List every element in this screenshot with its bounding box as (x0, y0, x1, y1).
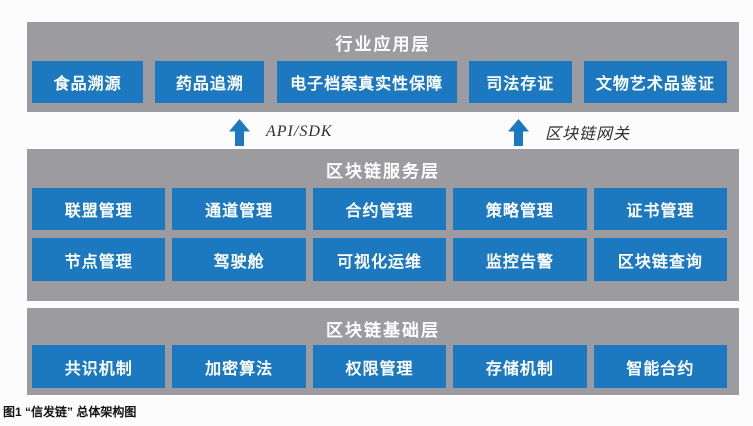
service-box-row-2: 节点管理 驾驶舱 可视化运维 监控告警 区块链查询 (32, 238, 728, 281)
box-permission-management: 权限管理 (312, 345, 447, 388)
service-box-row-1: 联盟管理 通道管理 合约管理 策略管理 证书管理 (32, 188, 728, 230)
connector-api-sdk: API/SDK (229, 117, 333, 147)
box-node-management: 节点管理 (32, 238, 166, 281)
arrow-up-icon (229, 118, 250, 146)
box-earchive-authenticity: 电子档案真实性保障 (276, 61, 457, 103)
box-cockpit: 驾驶舱 (172, 238, 306, 281)
box-judicial-evidence: 司法存证 (468, 61, 572, 103)
box-artifact-authentication: 文物艺术品鉴证 (583, 61, 727, 103)
box-drug-traceability: 药品追溯 (155, 61, 265, 103)
box-certificate-management: 证书管理 (593, 188, 728, 230)
box-blockchain-query: 区块链查询 (593, 238, 728, 281)
label-api-sdk: API/SDK (266, 123, 333, 140)
layer-foundation: 区块链基础层 共识机制 加密算法 权限管理 存储机制 智能合约 (27, 308, 739, 395)
box-food-traceability: 食品溯源 (32, 61, 144, 103)
box-channel-management: 通道管理 (172, 188, 306, 230)
box-monitoring-alerts: 监控告警 (453, 238, 587, 281)
box-consensus-mechanism: 共识机制 (32, 345, 166, 388)
layer-service: 区块链服务层 联盟管理 通道管理 合约管理 策略管理 证书管理 节点管理 驾驶舱… (27, 149, 739, 301)
box-contract-management: 合约管理 (312, 188, 447, 230)
figure-caption: 图1 “信发链” 总体架构图 (3, 405, 137, 419)
box-storage-mechanism: 存储机制 (453, 345, 587, 388)
connector-gateway: 区块链网关 (508, 117, 630, 147)
box-encryption-algorithm: 加密算法 (172, 345, 306, 388)
arrow-up-icon (508, 118, 529, 146)
label-blockchain-gateway: 区块链网关 (545, 126, 631, 143)
application-box-row: 食品溯源 药品追溯 电子档案真实性保障 司法存证 文物艺术品鉴证 (32, 61, 727, 103)
box-visual-operations: 可视化运维 (312, 238, 447, 281)
box-smart-contract: 智能合约 (593, 345, 728, 388)
layer-title-application: 行业应用层 (335, 35, 431, 54)
box-policy-management: 策略管理 (453, 188, 587, 230)
box-alliance-management: 联盟管理 (32, 188, 166, 230)
layer-application: 行业应用层 食品溯源 药品追溯 电子档案真实性保障 司法存证 文物艺术品鉴证 (27, 22, 739, 112)
layer-title-service: 区块链服务层 (326, 162, 440, 181)
layer-title-foundation: 区块链基础层 (326, 321, 440, 340)
foundation-box-row: 共识机制 加密算法 权限管理 存储机制 智能合约 (32, 345, 728, 388)
